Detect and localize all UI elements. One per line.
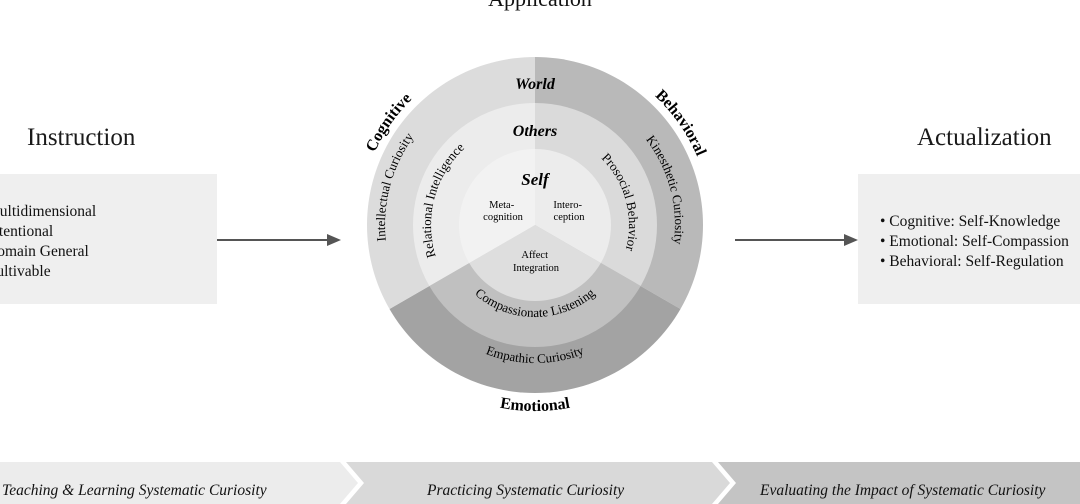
inner-label-interoception: Intero- ception <box>553 200 585 223</box>
arrow-left <box>217 234 341 246</box>
banner-stage-practicing <box>346 462 730 504</box>
wheel-segments <box>366 57 703 393</box>
actualization-title: Actualization <box>917 124 1052 151</box>
inner-label-affect-integration: Affect Integration <box>513 250 560 274</box>
actualization-item: • Emotional: Self-Compassion <box>880 233 1069 250</box>
top-title: Application <box>0 0 1080 12</box>
instruction-item: Intentional <box>0 223 54 240</box>
banner-label-practicing: Practicing Systematic Curiosity <box>427 482 625 499</box>
actualization-list: • Cognitive: Self-Knowledge • Emotional:… <box>880 212 1069 272</box>
domain-label-emotional: Emotional <box>499 395 572 415</box>
arrow-right <box>735 234 858 246</box>
actualization-item: • Behavioral: Self-Regulation <box>880 253 1064 270</box>
wheel-inner-behavioral-segment <box>535 149 611 263</box>
banner-label-evaluating: Evaluating the Impact of Systematic Curi… <box>760 482 1046 499</box>
ring-label-world: World <box>515 76 556 93</box>
ring-label-self: Self <box>521 170 551 189</box>
inner-label-metacognition: Meta- cognition <box>483 200 523 223</box>
banner-label-teaching: Teaching & Learning Systematic Curiosity <box>2 482 267 499</box>
banner-stage-teaching <box>0 462 358 504</box>
process-banner <box>0 462 1080 504</box>
instruction-title: Instruction <box>27 124 136 151</box>
actualization-item: • Cognitive: Self-Knowledge <box>880 213 1061 230</box>
instruction-item: Domain General <box>0 243 89 260</box>
actualization-box: • Cognitive: Self-Knowledge • Emotional:… <box>858 174 1080 304</box>
instruction-item: Cultivable <box>0 263 51 280</box>
instruction-list: Multidimensional Intentional Domain Gene… <box>0 202 96 282</box>
wheel-inner-cognitive-segment <box>459 149 535 263</box>
instruction-item: Multidimensional <box>0 203 97 220</box>
curiosity-wheel: World Others Self Intellectual Curiosity… <box>363 57 709 415</box>
banner-stage-evaluating <box>718 462 1080 504</box>
ring-label-others: Others <box>513 123 557 140</box>
instruction-box: Multidimensional Intentional Domain Gene… <box>0 174 217 304</box>
